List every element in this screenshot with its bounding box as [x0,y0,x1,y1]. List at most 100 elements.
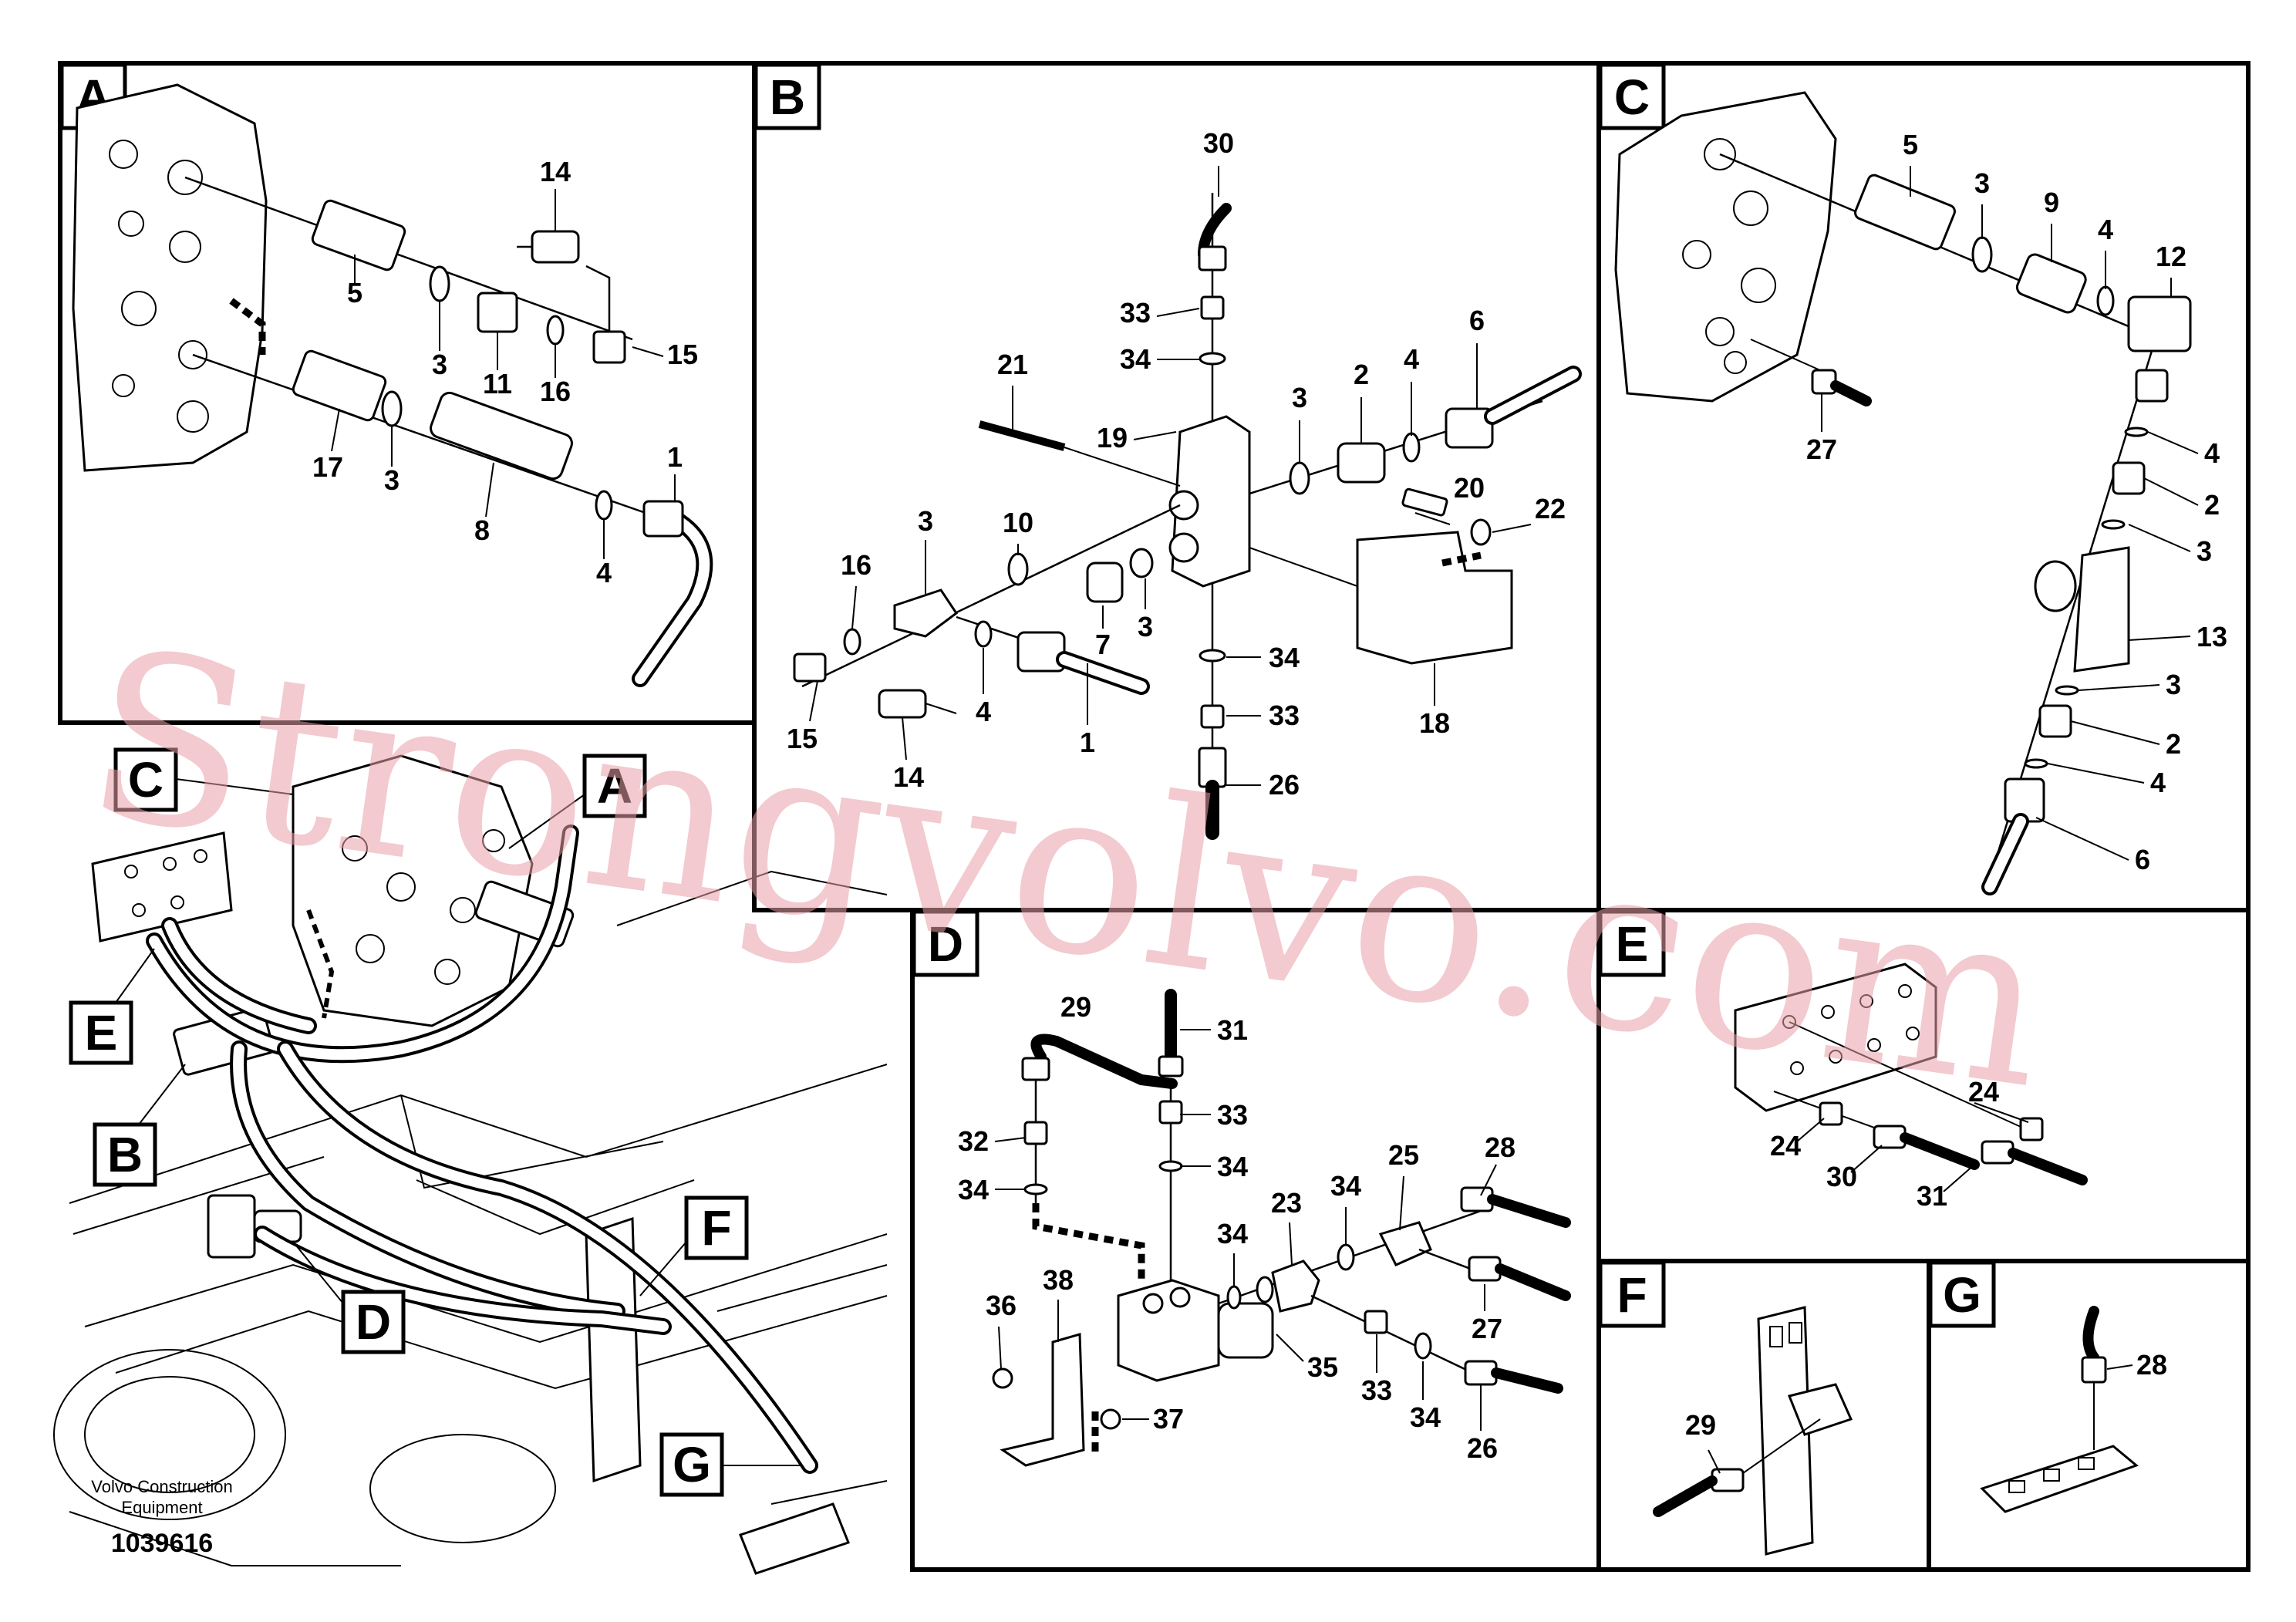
part-label: 33 [1269,700,1300,731]
part-label: 29 [1685,1409,1716,1441]
part-label: 4 [2150,767,2166,798]
callout-f: F [701,1200,731,1256]
part-label: 4 [596,557,612,588]
valve-13 [2073,546,2130,673]
bracket-38 [1000,1333,1085,1467]
part-label: 35 [1307,1351,1338,1383]
part-label: 5 [1903,129,1918,160]
caption-line-1: Volvo Construction [91,1477,232,1496]
panel-e-letter-box [1598,909,1666,977]
adapter-23 [1271,1259,1320,1313]
part-label: 14 [893,761,924,793]
adapter-2 [2112,461,2146,495]
part-label: 38 [1043,1264,1074,1296]
control-valve-body [72,83,268,472]
panel-e-labels: 24 24 30 31 [1770,1076,1999,1212]
part-label: 14 [540,156,571,187]
bolt-20 [1401,487,1448,517]
control-valve-body [1614,91,1837,403]
part-label: 3 [1138,611,1153,642]
adapter-17 [292,349,387,422]
part-label: 26 [1467,1432,1498,1464]
overview-block-d [207,1194,256,1259]
pipe-8 [430,391,573,481]
part-label: 23 [1271,1187,1302,1219]
part-label: 32 [958,1125,989,1157]
part-label: 2 [2204,489,2220,521]
callout-g-box [659,1432,724,1497]
callout-e: E [85,1005,118,1061]
panel-a-labels: 14 15 5 3 11 16 17 3 8 4 1 [312,156,698,588]
panel-g: G 28 [1928,1260,2167,1513]
adapter-5 [311,199,406,271]
panel-g-letter-box [1928,1260,1996,1328]
hose-end-6 [1445,407,1494,449]
part-label: 15 [787,723,818,754]
elbow-12 [2127,295,2192,352]
part-label: 6 [1469,305,1485,336]
panel-b-letter-box [754,62,821,130]
fitting-33 [1158,1100,1183,1125]
panel-f-letter-box [1598,1260,1666,1328]
part-label: 30 [1203,127,1234,159]
fitting-block-f [1787,1383,1853,1436]
panel-d-labels: 29 31 32 33 34 34 28 25 34 23 34 36 38 3… [958,991,1515,1464]
overview-callouts: C A E B F D G [69,747,802,1497]
callout-d-box [341,1290,406,1354]
overview-illustration: C A E B F D G Volvo Construction Equipme… [53,747,888,1575]
hose-end-14 [531,230,580,264]
part-label: 34 [1217,1151,1248,1182]
plate-e [1734,963,1937,1112]
callout-e-box [69,1000,133,1065]
part-label: 4 [2098,214,2113,245]
callout-c-box [113,747,178,812]
part-label: 3 [1292,382,1307,413]
part-label: 15 [667,339,698,370]
part-label: 30 [1826,1161,1857,1192]
part-label: 3 [2197,535,2212,567]
part-label: 1 [1080,727,1095,758]
part-label: 27 [1806,433,1837,465]
panel-e: E 24 24 30 31 [1598,909,2088,1212]
part-label: 24 [1968,1076,1999,1108]
part-label: 22 [1535,493,1566,524]
fitting-33-d [1364,1310,1388,1334]
callout-a: A [597,758,632,814]
bolt-36 [992,1367,1013,1389]
solenoid-35 [1217,1302,1274,1359]
adapter-5 [1854,174,1956,251]
overview-block-g [739,1502,850,1575]
part-label: 28 [1485,1131,1515,1163]
part-label: 34 [1410,1401,1441,1433]
part-label: 2 [2166,728,2181,760]
tee-10 [893,588,959,638]
part-label: 4 [976,696,991,727]
part-label: 3 [2166,669,2181,700]
part-label: 34 [1120,343,1151,375]
part-label: 21 [997,349,1028,380]
fitting-11 [477,292,518,333]
part-label: 20 [1454,472,1485,504]
panel-b-labels: 30 33 34 21 19 6 4 2 3 20 22 10 3 16 7 3… [787,127,1566,801]
elbow-15 [592,330,626,364]
part-label: 36 [986,1290,1017,1321]
fitting-24-right [2019,1117,2044,1141]
panel-frames [58,61,2250,1572]
hose-end-28 [2081,1356,2107,1384]
callout-g: G [673,1437,711,1492]
part-label: 31 [1217,1014,1248,1046]
panel-c: C [1598,62,2227,895]
fitting-33-bottom [1200,704,1225,729]
panel-f: F 29 [1598,1260,1853,1556]
part-label: 18 [1419,707,1450,739]
callout-a-box [582,754,647,818]
part-label: 34 [958,1174,989,1206]
plug-7 [1086,561,1124,603]
part-label: 7 [1095,629,1111,660]
adapter-2 [2038,704,2072,738]
panel-c-letter: C [1614,69,1650,125]
part-label: 34 [1217,1218,1248,1249]
callout-b: B [107,1127,143,1182]
overview-bracket-f [585,1216,642,1483]
part-label: 31 [1917,1180,1947,1212]
